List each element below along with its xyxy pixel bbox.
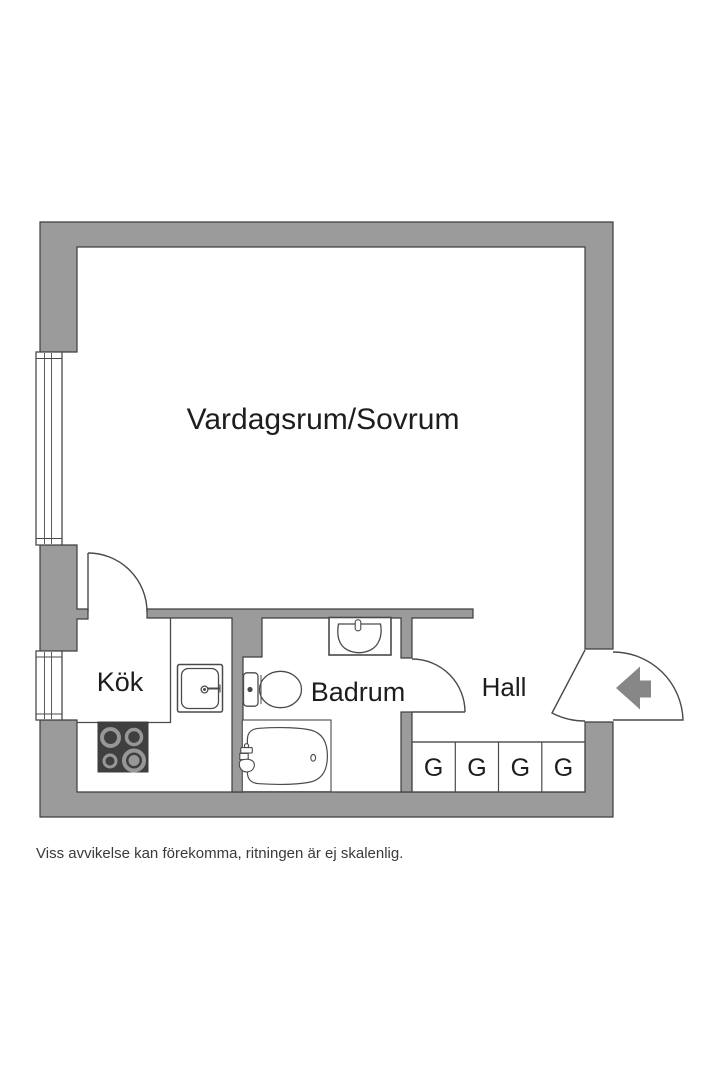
bathroom-label: Badrum	[311, 677, 406, 707]
wardrobe-label: G	[467, 754, 486, 782]
entrance-arrow-icon	[616, 666, 651, 710]
bathtub	[238, 719, 332, 793]
entrance-door	[551, 649, 684, 722]
bathroom-basin	[328, 616, 392, 656]
kitchen-label: Kök	[97, 667, 144, 697]
disclaimer-text: Viss avvikelse kan förekomma, ritningen …	[36, 845, 403, 862]
wardrobe-label: G	[554, 754, 573, 782]
bathroom-door	[411, 658, 466, 713]
window-2	[35, 650, 63, 721]
wall-bathroom-hall-lower	[400, 711, 413, 793]
stove	[97, 721, 149, 773]
toilet	[242, 670, 303, 709]
kitchen-sink	[176, 663, 224, 713]
window-1	[35, 351, 63, 546]
wardrobe-label: G	[424, 754, 443, 782]
wall-left-middle	[39, 544, 89, 652]
living-room-label: Vardagsrum/Sovrum	[187, 403, 460, 436]
wardrobe-label: G	[511, 754, 530, 782]
bathtub-faucet	[238, 743, 255, 773]
kitchen-door	[87, 552, 148, 613]
wall-interior	[146, 608, 474, 793]
wardrobe-row: G G G G	[411, 741, 586, 793]
hall-label: Hall	[482, 672, 527, 702]
